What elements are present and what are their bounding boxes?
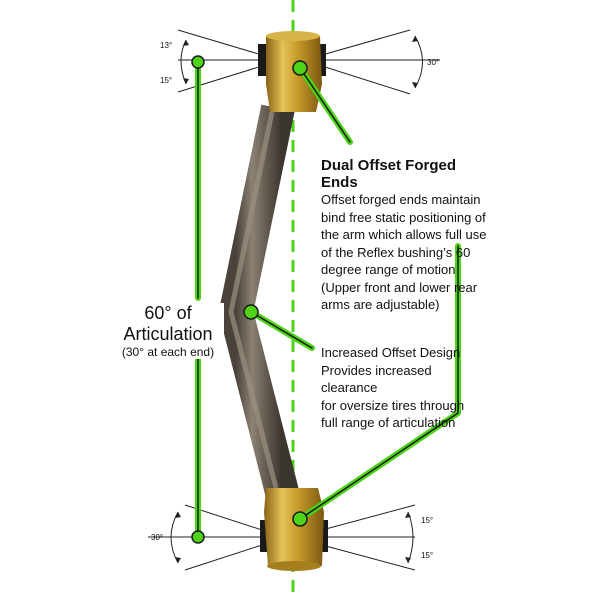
callout-line: for oversize tires through <box>321 397 465 413</box>
bottom-rod-end <box>260 488 328 571</box>
callout-line: degree range of motion <box>321 262 456 277</box>
callout-line: the arm which allows full use <box>321 227 487 242</box>
callout-offset-design: Increased Offset Design Provides increas… <box>321 344 481 432</box>
bottom-angle-arrowheads <box>175 512 411 563</box>
angle-label-top-down: 15° <box>160 76 173 85</box>
articulation-subtitle: (30° at each end) <box>121 345 215 359</box>
callout-line: of the Reflex bushing’s 60 <box>321 244 471 260</box>
articulation-title: 60° of Articulation <box>123 303 213 344</box>
top-angle-arrowheads <box>183 36 418 88</box>
callout-leader-lines-inner <box>197 61 459 538</box>
callout-line: Increased Offset Design <box>321 345 461 360</box>
angle-label-bottom-up: 15° <box>421 516 434 525</box>
angle-label-bottom-left: 30° <box>151 533 164 542</box>
angle-label-top-up: 13° <box>160 41 173 50</box>
callout-line: bind free static positioning of <box>321 209 486 225</box>
arm-tube-highlight <box>228 111 279 489</box>
callout-forged-ends: Dual Offset Forged Ends Offset forged en… <box>321 157 496 314</box>
top-rod-end <box>258 31 326 112</box>
articulation-label: 60° of Articulation (30° at each end) <box>112 303 224 359</box>
callout-line: Provides increased clearance <box>321 362 432 396</box>
angle-label-top-right: 30° <box>427 58 440 67</box>
callout-dots <box>191 55 308 544</box>
callout-line: Offset forged ends maintain <box>321 192 481 207</box>
callout-forged-ends-text: Offset forged ends maintain bind free st… <box>321 191 496 314</box>
arm-tube <box>219 104 299 497</box>
callout-forged-ends-title: Dual Offset Forged Ends <box>321 157 457 191</box>
callout-line: (Upper front and lower rear <box>321 279 478 295</box>
callout-line: arms are adjustable) <box>321 297 440 312</box>
callout-line: full range of articulation <box>321 415 456 430</box>
angle-label-bottom-down: 15° <box>421 551 434 560</box>
